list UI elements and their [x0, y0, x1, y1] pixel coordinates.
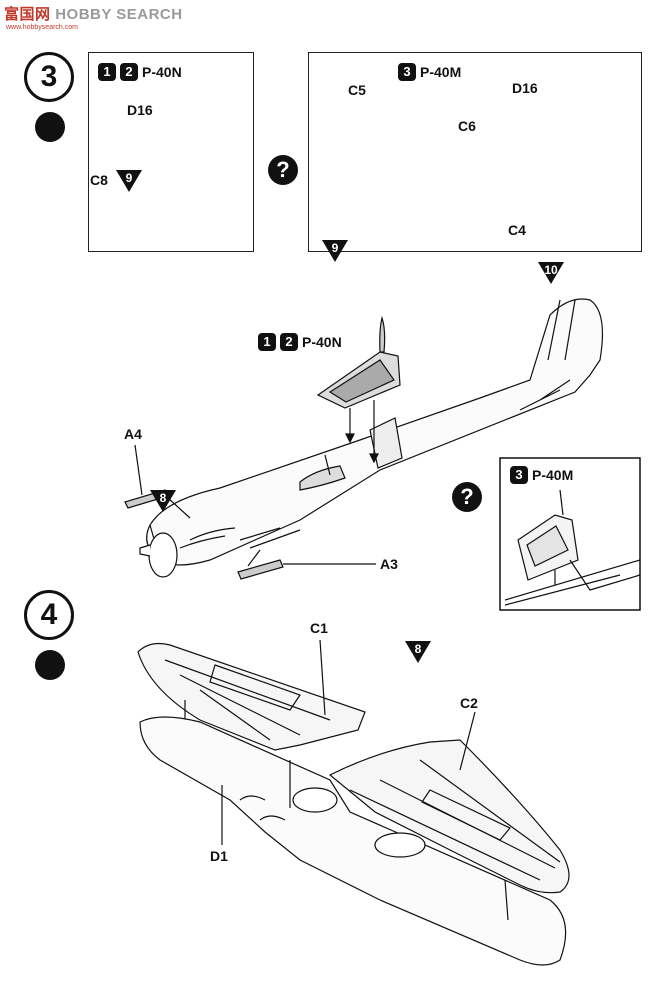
step-4-number: 4 — [24, 590, 74, 640]
wing-c1-drawing — [137, 639, 366, 751]
paint-color-number: 8 — [414, 642, 422, 656]
part-c4-label: C4 — [508, 222, 526, 238]
part-c6-label: C6 — [458, 118, 476, 134]
inset-header: 3 P-40M — [510, 466, 573, 484]
badge-3: 3 — [398, 63, 416, 81]
part-d16-label: D16 — [127, 102, 153, 118]
question-icon: ? — [268, 155, 298, 185]
paint-color-triangle: 9 — [322, 240, 348, 262]
variant-label: P-40N — [142, 64, 182, 80]
step3-left-panel — [88, 52, 254, 252]
paint-color-number: 9 — [331, 241, 339, 255]
paint-color-triangle: 10 — [538, 262, 564, 284]
part-d16-label: D16 — [512, 80, 538, 96]
watermark-site: HOBBY SEARCH — [55, 6, 183, 23]
part-c5-label: C5 — [348, 82, 366, 98]
paint-color-number: 10 — [544, 263, 558, 277]
fuselage-drawing — [139, 298, 604, 578]
watermark-sub: www.hobbysearch.com — [6, 24, 78, 31]
step3-right-panel — [308, 52, 642, 252]
assembly-header: 1 2 P-40N — [258, 333, 342, 351]
part-c1-label: C1 — [310, 620, 328, 636]
paint-color-number: 9 — [125, 171, 133, 185]
wing-c2-drawing — [289, 711, 570, 921]
badge-3: 3 — [510, 466, 528, 484]
paint-color-triangle: 8 — [405, 641, 431, 663]
inset-p40m-drawing — [504, 489, 641, 606]
badge-2: 2 — [120, 63, 138, 81]
part-a3-label: A3 — [380, 556, 398, 572]
part-d1-label: D1 — [210, 848, 228, 864]
paint-color-triangle: 8 — [150, 490, 176, 512]
badge-1: 1 — [98, 63, 116, 81]
question-icon: ? — [452, 482, 482, 512]
paint-color-number: 8 — [159, 491, 167, 505]
part-c8-label: C8 — [90, 172, 108, 188]
canopy-p40n-assembly-drawing — [316, 315, 401, 464]
step3-left-header: 1 2 P-40N — [98, 63, 182, 81]
part-c2-label: C2 — [460, 695, 478, 711]
paint-color-triangle: 9 — [116, 170, 142, 192]
step3-right-header: 3 P-40M — [398, 63, 461, 81]
variant-label: P-40M — [420, 64, 462, 80]
glue-icon — [35, 112, 65, 142]
badge-1: 1 — [258, 333, 276, 351]
part-a4-label: A4 — [124, 426, 142, 442]
wing-d1-drawing — [139, 716, 567, 966]
exhaust-a3-drawing — [237, 549, 376, 580]
glue-icon — [35, 650, 65, 680]
variant-label: P-40M — [532, 467, 574, 483]
watermark-brand: 富国网 — [4, 6, 51, 23]
badge-2: 2 — [280, 333, 298, 351]
variant-label: P-40N — [302, 334, 342, 350]
step-3-number: 3 — [24, 52, 74, 102]
watermark: 富国网 HOBBY SEARCH — [4, 3, 183, 24]
